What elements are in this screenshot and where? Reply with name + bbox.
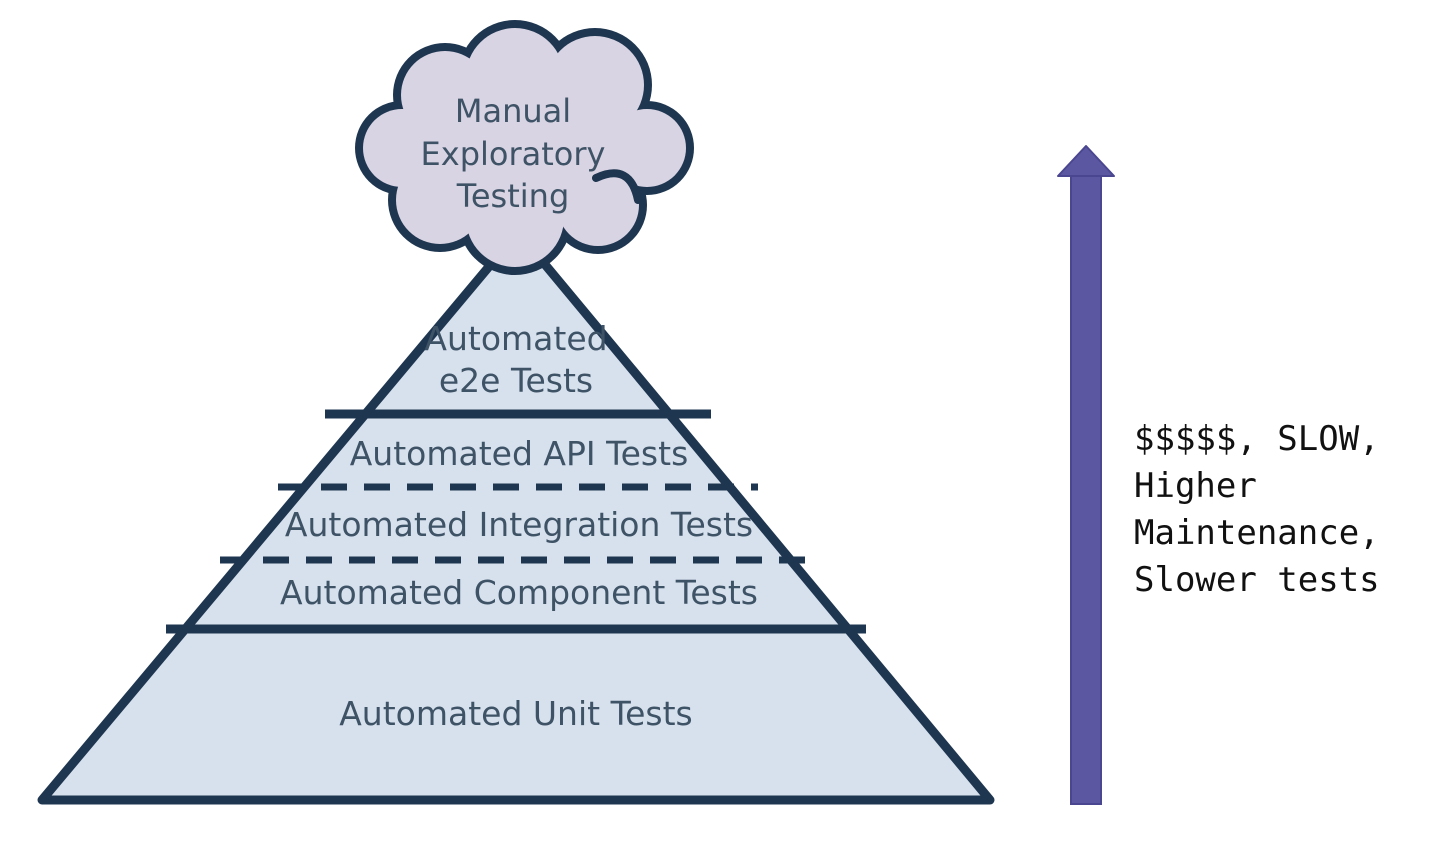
cloud-label-line3: Testing bbox=[456, 177, 570, 215]
annotation-line3: Maintenance, bbox=[1134, 513, 1380, 553]
annotation-line4: Slower tests bbox=[1134, 560, 1380, 600]
cost-arrow-shaft bbox=[1070, 173, 1102, 805]
cost-arrow-head-icon bbox=[1057, 145, 1115, 177]
cost-annotation: $$$$$, SLOW, Higher Maintenance, Slower … bbox=[1134, 416, 1434, 604]
component-layer-label: Automated Component Tests bbox=[280, 573, 758, 612]
pyramid-body bbox=[37, 227, 995, 805]
e2e-layer-label-line2: e2e Tests bbox=[439, 361, 593, 400]
cloud-label-line1: Manual bbox=[455, 92, 571, 130]
annotation-line2: Higher bbox=[1134, 466, 1257, 506]
api-layer-label: Automated API Tests bbox=[350, 434, 689, 473]
unit-layer-label: Automated Unit Tests bbox=[339, 694, 693, 733]
integration-layer-label: Automated Integration Tests bbox=[285, 505, 753, 544]
e2e-layer-label-line1: Automated bbox=[424, 319, 607, 358]
cost-arrow bbox=[1057, 145, 1115, 805]
manual-testing-cloud bbox=[355, 20, 694, 275]
annotation-line1: $$$$$, SLOW, bbox=[1134, 419, 1380, 459]
cloud-label-line2: Exploratory bbox=[421, 135, 606, 173]
